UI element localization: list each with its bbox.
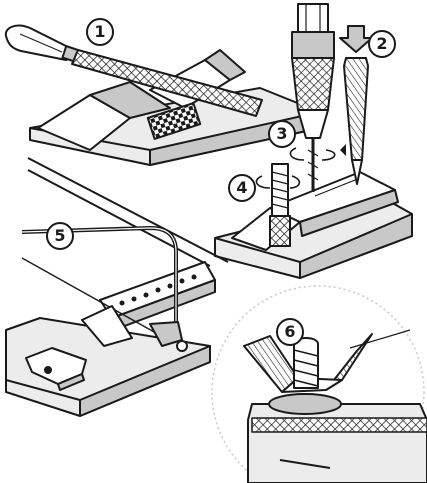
step-3-marker: 3 — [268, 120, 296, 148]
file-tool — [4, 24, 263, 117]
wing-blank-right — [231, 171, 399, 251]
step-1-marker: 1 — [86, 18, 114, 46]
step-4-marker: 4 — [228, 174, 256, 202]
table-top — [27, 157, 229, 267]
wing-blank-upper — [37, 49, 246, 151]
step-6-marker: 6 — [276, 318, 304, 346]
step-2-marker: 2 — [368, 30, 396, 58]
drill-chuck — [289, 3, 346, 192]
cut-wing-piece — [25, 347, 87, 391]
tap-tool — [255, 163, 301, 247]
hacksaw-tool — [21, 226, 188, 352]
center-punch — [339, 25, 373, 185]
finished-wing-nut-inset — [211, 285, 427, 483]
step-5-marker: 5 — [46, 222, 74, 250]
